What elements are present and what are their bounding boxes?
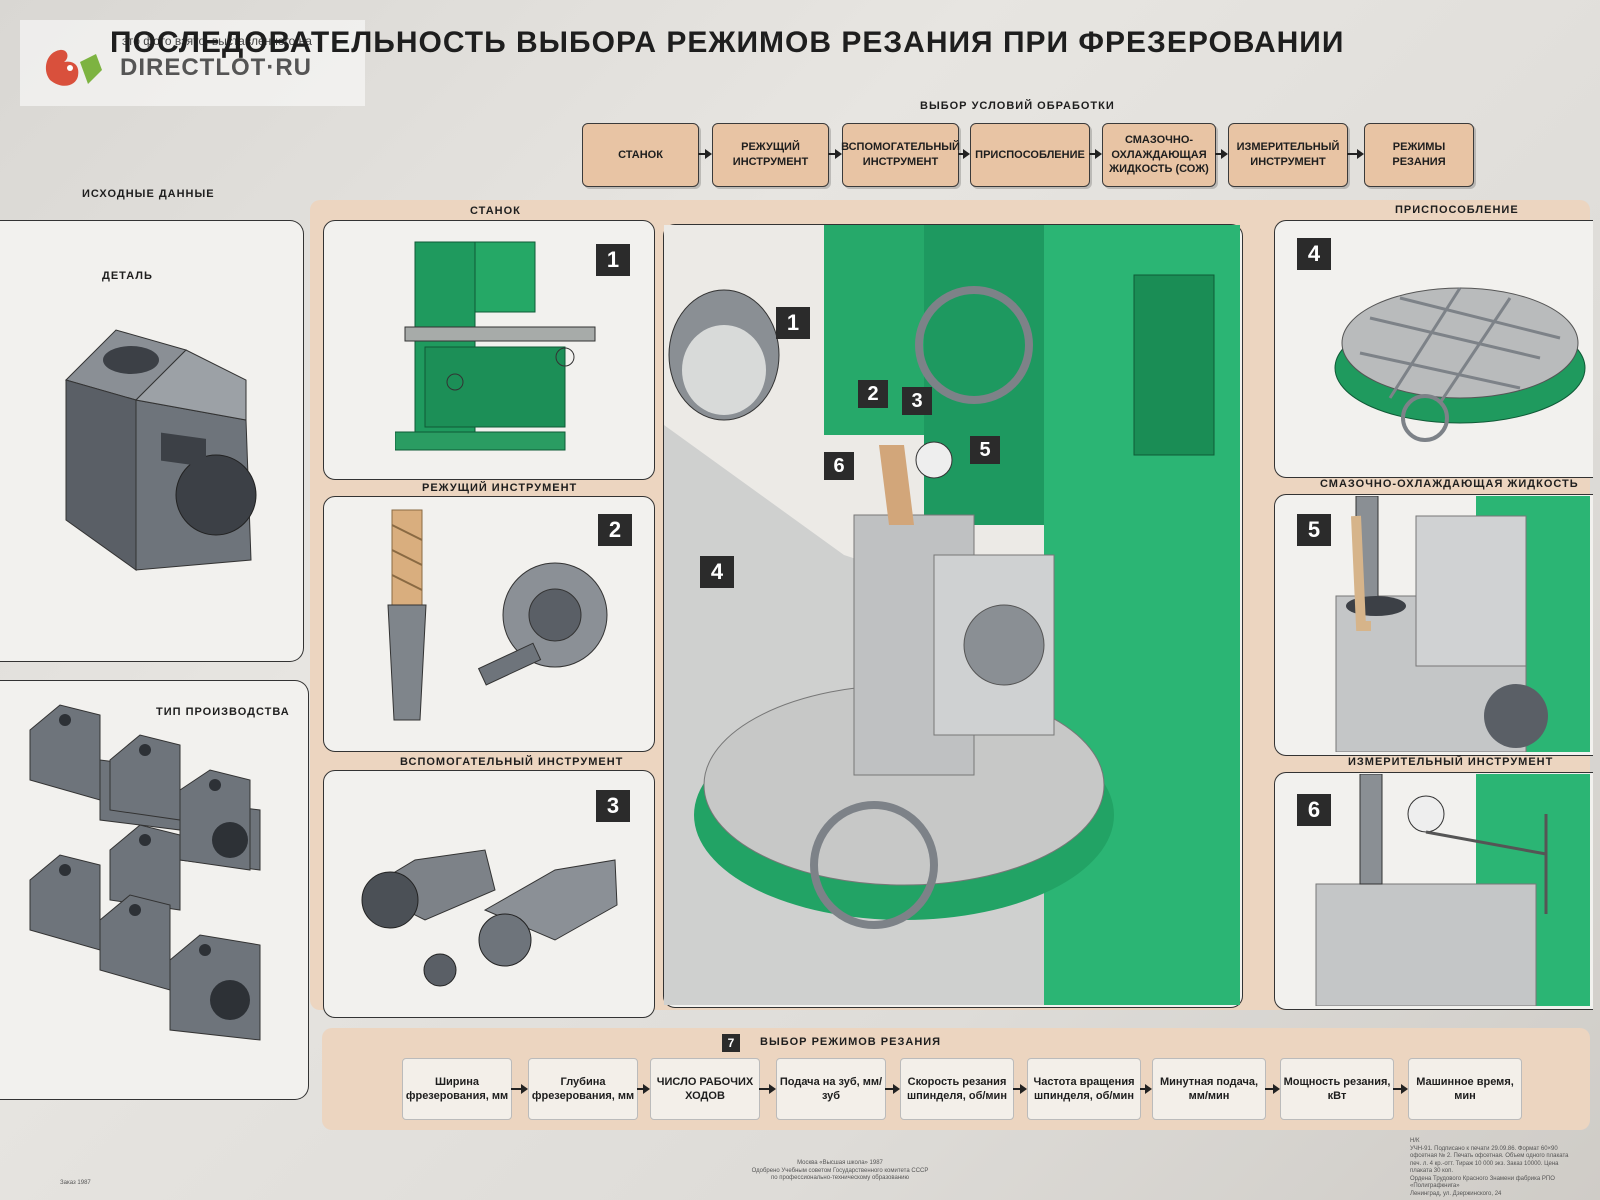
watermark-site[interactable]: DIRECTLOT·RU bbox=[120, 54, 312, 81]
flow-arrow bbox=[698, 149, 712, 159]
flow-step-machine: СТАНОК bbox=[582, 123, 699, 187]
watermark-caption: это фото взято, выставленного на bbox=[122, 34, 312, 48]
imprint-line: Москва «Высшая школа» 1987 bbox=[797, 1160, 883, 1166]
mode-arrow bbox=[1013, 1084, 1027, 1094]
mode-arrow bbox=[1140, 1084, 1152, 1094]
flow-step-coolant: СМАЗОЧНО-ОХЛАЖДАЮЩАЯ ЖИДКОСТЬ (СОЖ) bbox=[1102, 123, 1216, 187]
mode-arrow bbox=[511, 1084, 528, 1094]
imprint-center: Москва «Высшая школа» 1987 Одобрено Учеб… bbox=[720, 1160, 960, 1183]
imprint-right: Н/К УЧН-91. Подписано к печати 29.09.86.… bbox=[1410, 1138, 1595, 1198]
imprint-line: Н/К bbox=[1410, 1138, 1420, 1144]
coolant-illustration bbox=[1335, 496, 1590, 752]
number-badge-7: 7 bbox=[722, 1034, 740, 1052]
mode-arrow bbox=[1393, 1084, 1408, 1094]
conditions-heading: ВЫБОР УСЛОВИЙ ОБРАБОТКИ bbox=[920, 100, 1115, 112]
number-badge-2: 2 bbox=[598, 514, 632, 546]
squirrel-logo-icon bbox=[45, 49, 102, 86]
part-illustration bbox=[65, 329, 257, 571]
imprint-line: Ленинград, ул. Дзержинского, 24 bbox=[1410, 1190, 1502, 1197]
number-badge-3-main: 3 bbox=[902, 387, 932, 415]
aux-tool-caption: ВСПОМОГАТЕЛЬНЫЙ ИНСТРУМЕНТ bbox=[400, 756, 624, 768]
flow-arrow bbox=[1347, 149, 1364, 159]
measuring-illustration bbox=[1315, 774, 1590, 1006]
production-label: ТИП ПРОИЗВОДСТВА bbox=[156, 706, 290, 718]
mode-arrow bbox=[885, 1084, 900, 1094]
mode-arrow bbox=[1265, 1084, 1280, 1094]
machine-caption: СТАНОК bbox=[470, 205, 521, 217]
cutting-tools-illustration bbox=[387, 509, 608, 721]
mode-step-width: Ширина фрезерования, мм bbox=[402, 1058, 512, 1120]
flow-arrow bbox=[1215, 149, 1228, 159]
measuring-caption: ИЗМЕРИТЕЛЬНЫЙ ИНСТРУМЕНТ bbox=[1348, 756, 1554, 768]
poster-title: ПОСЛЕДОВАТЕЛЬНОСТЬ ВЫБОРА РЕЖИМОВ РЕЗАНИ… bbox=[110, 26, 1345, 59]
mode-step-feed-per-tooth: Подача на зуб, мм/зуб bbox=[776, 1058, 886, 1120]
fixture-caption: ПРИСПОСОБЛЕНИЕ bbox=[1395, 204, 1519, 216]
rotary-table-illustration bbox=[1334, 287, 1586, 442]
imprint-line: плаката 30 коп. bbox=[1410, 1168, 1454, 1174]
initial-data-heading: ИСХОДНЫЕ ДАННЫЕ bbox=[82, 188, 215, 200]
number-badge-1-main: 1 bbox=[776, 307, 810, 339]
flow-step-measuring: ИЗМЕРИТЕЛЬНЫЙ ИНСТРУМЕНТ bbox=[1228, 123, 1348, 187]
number-badge-2-main: 2 bbox=[858, 380, 888, 408]
flow-arrow bbox=[958, 149, 970, 159]
part-label: ДЕТАЛЬ bbox=[102, 270, 153, 282]
mode-arrow bbox=[637, 1084, 650, 1094]
watermark-banner bbox=[20, 20, 365, 106]
imprint-line: УЧН-91. Подписано к печати 29.09.86. Фор… bbox=[1410, 1145, 1558, 1152]
number-badge-6: 6 bbox=[1297, 794, 1331, 826]
flow-step-fixture: ПРИСПОСОБЛЕНИЕ bbox=[970, 123, 1090, 187]
mode-step-depth: Глубина фрезерования, мм bbox=[528, 1058, 638, 1120]
mode-step-machine-time: Машинное время, мин bbox=[1408, 1058, 1522, 1120]
imprint-line: Ордена Трудового Красного Знамени фабрик… bbox=[1410, 1175, 1555, 1190]
mode-step-cutting-speed: Скорость резания шпинделя, об/мин bbox=[900, 1058, 1014, 1120]
aux-tools-illustration bbox=[361, 849, 618, 987]
number-badge-6-main: 6 bbox=[824, 452, 854, 480]
cutting-tool-caption: РЕЖУЩИЙ ИНСТРУМЕНТ bbox=[422, 482, 578, 494]
mode-step-spindle-rpm: Частота вращения шпинделя, об/мин bbox=[1027, 1058, 1141, 1120]
number-badge-1: 1 bbox=[596, 244, 630, 276]
mode-step-passes: ЧИСЛО РАБОЧИХ ХОДОВ bbox=[650, 1058, 760, 1120]
flow-arrow bbox=[828, 149, 842, 159]
flow-step-aux-tool: ВСПОМОГАТЕЛЬНЫЙ ИНСТРУМЕНТ bbox=[841, 123, 960, 187]
milling-setup-illustration bbox=[664, 225, 1240, 1005]
number-badge-4: 4 bbox=[1297, 238, 1331, 270]
flow-step-cutting-tool: РЕЖУЩИЙ ИНСТРУМЕНТ bbox=[712, 123, 829, 187]
milling-machine-illustration bbox=[395, 241, 596, 451]
mode-step-power: Мощность резания, кВт bbox=[1280, 1058, 1394, 1120]
number-badge-4-main: 4 bbox=[700, 556, 734, 588]
cutting-modes-heading: ВЫБОР РЕЖИМОВ РЕЗАНИЯ bbox=[760, 1036, 942, 1048]
flow-step-cutting-modes: РЕЖИМЫ РЕЗАНИЯ bbox=[1364, 123, 1474, 187]
mode-arrow bbox=[759, 1084, 776, 1094]
imprint-line: Одобрено Учебным советом Государственног… bbox=[751, 1167, 929, 1174]
coolant-caption: СМАЗОЧНО-ОХЛАЖДАЮЩАЯ ЖИДКОСТЬ bbox=[1320, 478, 1579, 490]
number-badge-5: 5 bbox=[1297, 514, 1331, 546]
number-badge-5-main: 5 bbox=[970, 436, 1000, 464]
imprint-line: офсетная № 2. Печать офсетная. Объем одн… bbox=[1410, 1153, 1569, 1159]
imprint-line: печ. л. 4 кр.-отт. Тираж 10 000 экз. Зак… bbox=[1410, 1160, 1559, 1167]
mode-step-minute-feed: Минутная подача, мм/мин bbox=[1152, 1058, 1266, 1120]
imprint-line: по профессионально-техническому образова… bbox=[771, 1175, 909, 1181]
number-badge-3: 3 bbox=[596, 790, 630, 822]
production-batch-illustration bbox=[29, 704, 261, 1041]
imprint-left: Заказ 1987 bbox=[60, 1180, 91, 1186]
flow-arrow bbox=[1089, 149, 1102, 159]
